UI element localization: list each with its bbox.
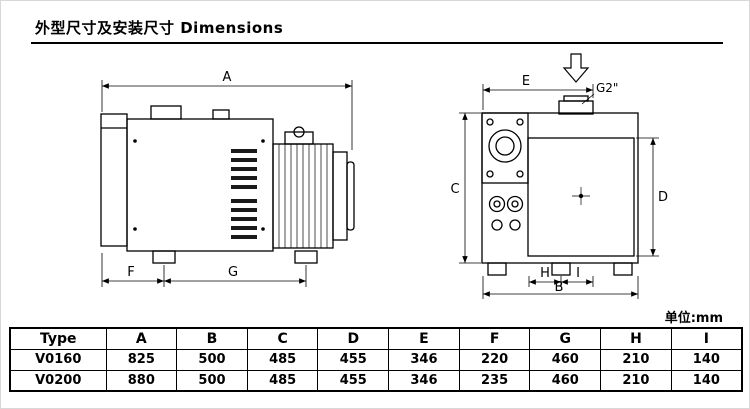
end-view-dimension-lines (459, 84, 659, 299)
dimension-drawing: A F G (100, 53, 668, 299)
col-header-f: F (458, 327, 531, 350)
col-header-b: B (176, 327, 248, 350)
pump-feet-side (152, 250, 318, 264)
value-cell: 235 (458, 369, 531, 392)
value-cell: 880 (105, 369, 178, 392)
dim-label-b: B (555, 280, 564, 295)
table-header-row: Type A B C D E F G H I (9, 327, 743, 350)
page-title: 外型尺寸及安装尺寸 Dimensions (35, 19, 284, 37)
dim-label-a: A (223, 70, 232, 85)
title-divider (31, 42, 723, 44)
value-cell: 140 (670, 348, 743, 371)
unit-note: 单位:mm (664, 311, 723, 326)
col-header-a: A (105, 327, 178, 350)
value-cell: 140 (670, 369, 743, 392)
pump-end-view: E G2" C D H I B (450, 53, 668, 299)
value-cell: 455 (317, 348, 390, 371)
value-cell: 346 (388, 369, 460, 392)
value-cell: 346 (388, 348, 460, 371)
value-cell: 485 (246, 369, 319, 392)
dim-label-f: F (127, 265, 134, 280)
dim-label-g: G (228, 265, 238, 280)
value-cell: 500 (176, 369, 248, 392)
motor-fins (278, 144, 328, 248)
dim-label-c: C (450, 182, 459, 197)
value-cell: 210 (600, 348, 672, 371)
pump-body (100, 105, 274, 252)
col-header-d: D (317, 327, 390, 350)
table-row: V0160 825 500 485 455 346 220 460 210 14… (9, 348, 743, 371)
model-name-cell: V0200 (9, 369, 107, 392)
value-cell: 460 (529, 348, 602, 371)
pump-feet-end (487, 262, 633, 276)
motor-junction-box (284, 131, 314, 145)
table-row: V0200 880 500 485 455 346 235 460 210 14… (9, 369, 743, 392)
col-header-i: I (670, 327, 743, 350)
value-cell: 460 (529, 369, 602, 392)
side-view-dimension-lines (101, 80, 353, 287)
dim-label-d: D (658, 190, 668, 205)
value-cell: 220 (458, 348, 531, 371)
value-cell: 825 (105, 348, 178, 371)
value-cell: 485 (246, 348, 319, 371)
vent-grille (231, 149, 257, 239)
pump-housing-end (481, 112, 639, 264)
col-header-e: E (388, 327, 460, 350)
value-cell: 500 (176, 348, 248, 371)
value-cell: 455 (317, 369, 390, 392)
dim-label-h: H (540, 266, 550, 281)
motor (272, 126, 355, 249)
mounting-plate (527, 137, 635, 257)
model-name-cell: V0160 (9, 348, 107, 371)
flow-direction-arrow-icon (562, 53, 590, 83)
dim-label-i: I (576, 266, 580, 281)
dim-label-e: E (522, 74, 530, 89)
pump-side-view: A F G (100, 70, 355, 287)
dimensions-table: Type A B C D E F G H I V0160 825 500 485… (9, 327, 743, 392)
port-size-label: G2" (596, 81, 618, 95)
value-cell: 210 (600, 369, 672, 392)
col-header-c: C (246, 327, 319, 350)
col-header-type: Type (9, 327, 107, 350)
col-header-g: G (529, 327, 602, 350)
col-header-h: H (600, 327, 672, 350)
